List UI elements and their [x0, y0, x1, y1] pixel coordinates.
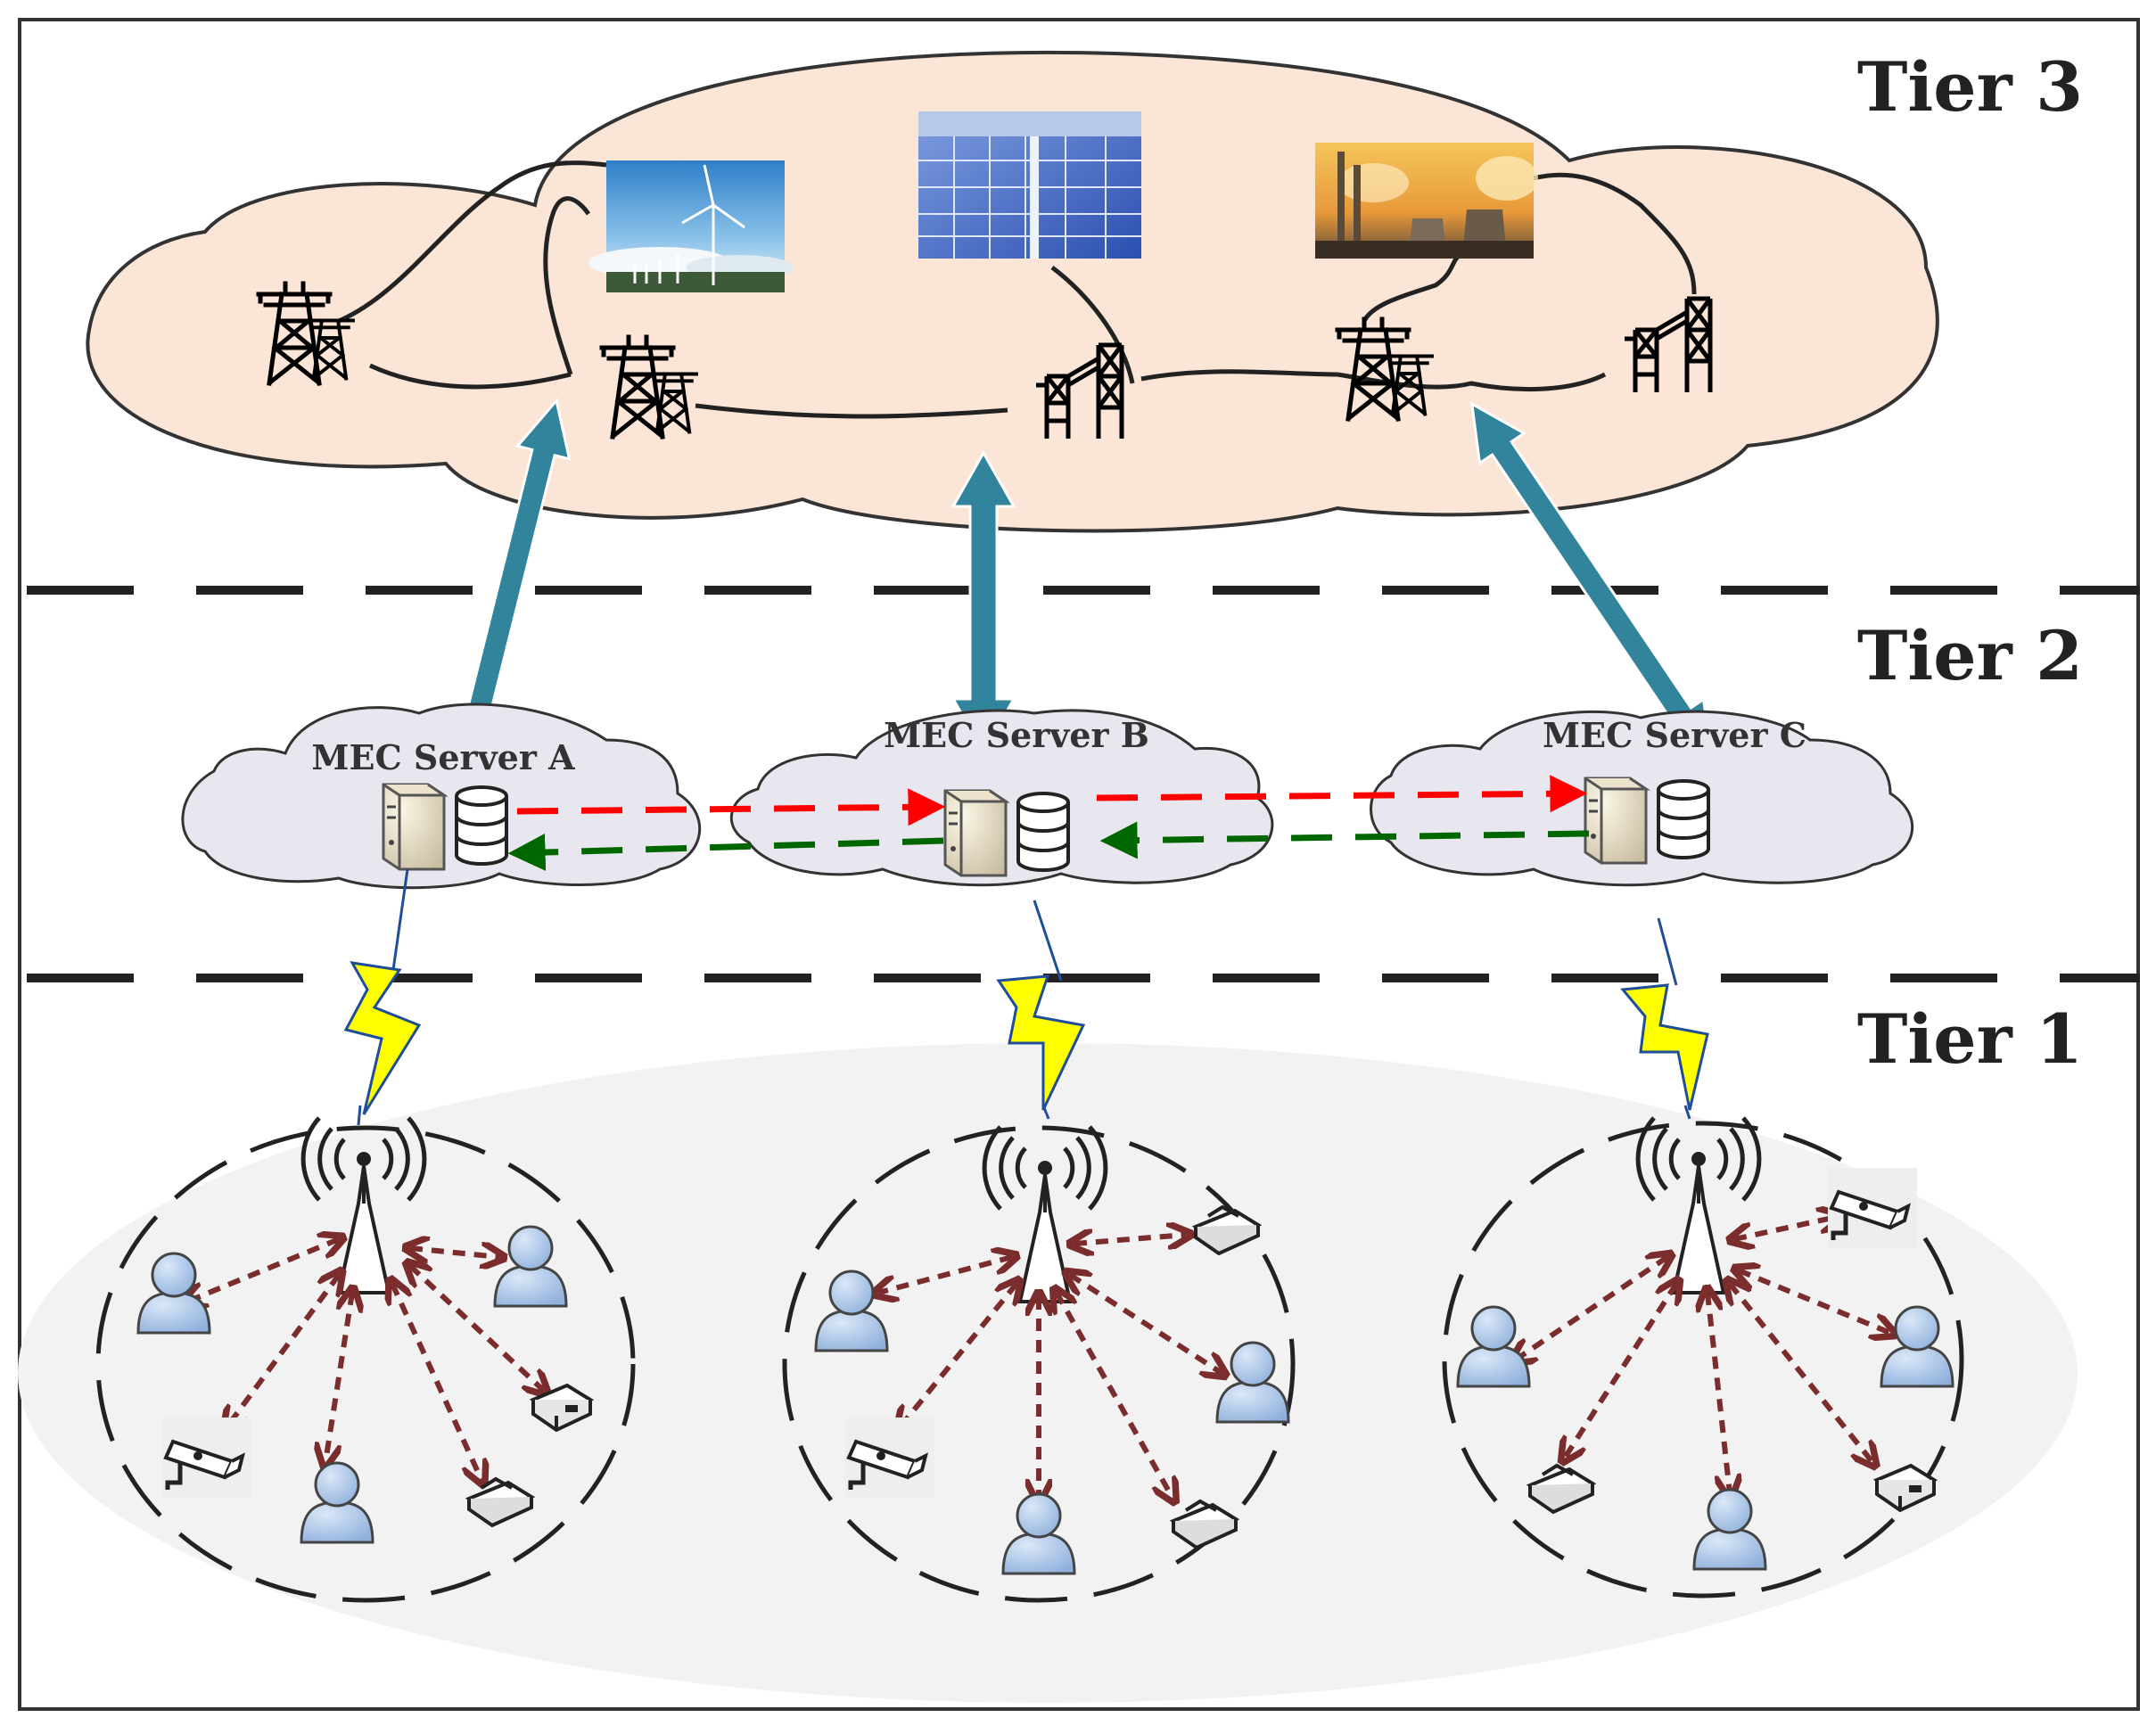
coverage-area [95, 1125, 636, 1603]
red-link-a-to-b [516, 788, 946, 826]
red-link-b-to-c [1096, 775, 1588, 813]
tier-1-area [18, 1043, 2078, 1703]
wind-turbines-photo [588, 160, 794, 292]
green-link-c-to-b [1099, 821, 1590, 859]
mec-server-a: MEC Server A [181, 703, 702, 890]
tier-1-cell-1 [95, 1118, 636, 1603]
device-links [1516, 1217, 1890, 1493]
power-plant-photo [1315, 143, 1538, 259]
power-lines [338, 160, 1697, 419]
server-links [507, 775, 1590, 872]
big-arrow-c [1469, 401, 1714, 761]
lightning-icon [1620, 983, 1709, 1111]
device-links [187, 1239, 544, 1480]
tier-links [448, 398, 1714, 776]
coverage-area [1442, 1121, 1964, 1598]
camera-icon [162, 1418, 251, 1498]
tier-1-cell-3 [1442, 1118, 1964, 1598]
server-c-icon [1584, 777, 1710, 865]
coverage-area [782, 1125, 1296, 1603]
server-a-label: MEC Server A [311, 737, 575, 777]
big-arrow-b [950, 449, 1016, 756]
tier-1-label: Tier 1 [1857, 999, 2083, 1079]
solar-panel-photo [918, 111, 1141, 259]
server-a-icon [382, 783, 508, 871]
server-b-icon [943, 789, 1070, 877]
tier-1-cell-2 [782, 1125, 1296, 1603]
server-b-label: MEC Server B [884, 715, 1149, 755]
camera-icon [1828, 1168, 1917, 1248]
device-links [878, 1235, 1222, 1498]
lightning-icon [343, 961, 422, 1115]
server-c-label: MEC Server C [1543, 715, 1806, 755]
green-link-b-to-a [507, 834, 944, 872]
tier-3-label: Tier 3 [1857, 47, 2083, 127]
camera-icon [845, 1418, 934, 1498]
mec-server-c: MEC Server C [1370, 710, 1914, 887]
lightning-icon [996, 974, 1086, 1111]
tier-2-label: Tier 2 [1857, 616, 2083, 695]
wireless-links [343, 868, 1709, 1126]
